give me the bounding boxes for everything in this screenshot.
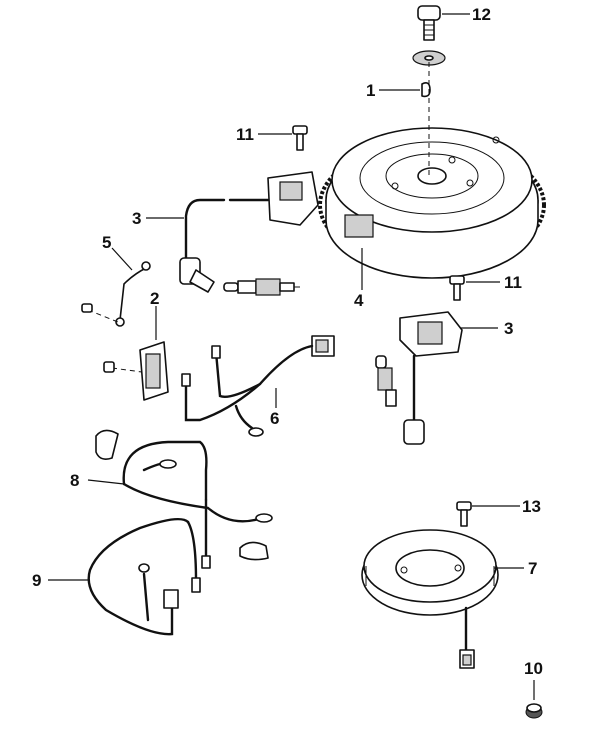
cable-clip-lower: [239, 541, 269, 561]
callout-labels: 12 1 11 3 5 2 4 11 3 6 8 9 13 7 10: [32, 5, 543, 678]
stator: [361, 529, 499, 669]
callout-11-lower: 11: [504, 273, 522, 292]
callout-12: 12: [472, 5, 491, 24]
callout-10: 10: [524, 659, 543, 678]
callout-7: 7: [528, 559, 537, 578]
callout-3-upper: 3: [132, 209, 141, 228]
callout-6: 6: [270, 409, 279, 428]
wire-harness-loop: [87, 517, 201, 636]
rectifier-regulator: [103, 341, 169, 401]
leader-lines: [48, 13, 535, 700]
callout-9: 9: [32, 571, 41, 590]
wire-harness-long: [122, 440, 273, 569]
callout-4: 4: [354, 291, 364, 310]
callout-2: 2: [150, 289, 159, 308]
callout-1: 1: [366, 81, 375, 100]
cable-clip-upper: [95, 429, 119, 460]
flywheel-key: [421, 82, 431, 98]
screw-lower: [449, 275, 465, 301]
flywheel: [318, 127, 546, 279]
wire-harness-short: [181, 335, 335, 437]
spark-plug-upper: [223, 278, 300, 296]
flywheel-washer: [412, 50, 446, 66]
ignition-module-upper: [179, 171, 319, 293]
screw-stator: [456, 501, 472, 527]
callout-8: 8: [70, 471, 79, 490]
ignition-module-lower: [399, 311, 463, 445]
ground-wire: [81, 261, 151, 327]
callout-13: 13: [522, 497, 541, 516]
callout-5: 5: [102, 233, 111, 252]
screw-upper: [292, 125, 308, 151]
callout-3-lower: 3: [504, 319, 513, 338]
flywheel-bolt: [417, 5, 441, 41]
callout-11-upper: 11: [236, 125, 254, 144]
wire-nut: [525, 703, 543, 719]
spark-plug-lower: [375, 355, 397, 407]
